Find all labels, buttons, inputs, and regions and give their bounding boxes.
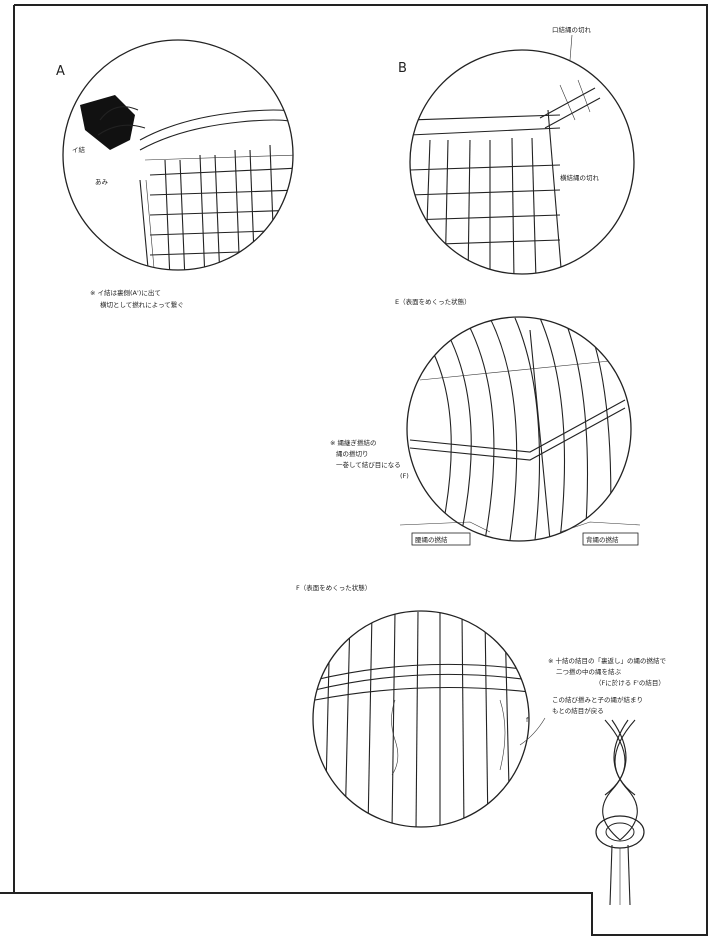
panel-e-note-4: (F) — [400, 472, 409, 480]
panel-f-note-5: もとの結目が戻る — [552, 706, 604, 715]
panel-a: A イ結 あみ ※ イ結は裏側(A')に出て 横切として撚れによって繋ぐ — [56, 40, 300, 309]
panel-e-note-3: 一巻して結び目になる — [336, 460, 401, 469]
knot-detail — [596, 720, 644, 905]
panel-f-note-2: 二つ撚の中の縄を結ぶ — [556, 667, 622, 676]
panel-b-callout-top: 口結縄の切れ — [552, 25, 592, 34]
panel-b-label: B — [398, 61, 407, 76]
panel-a-side-label-1: イ結 — [72, 145, 86, 154]
panel-b-callout-mid: 横結縄の切れ — [560, 173, 600, 182]
panel-a-circle — [63, 40, 293, 270]
panel-f-note-1: ※ 十結の結目の「裏返し」の縄の撚結で — [548, 656, 667, 665]
panel-a-label: A — [56, 64, 65, 79]
panel-f-note-3: （Fに於ける F'の結目） — [595, 678, 665, 687]
panel-b-callout-line — [570, 35, 572, 60]
panel-e-bottom-right: 背縄の撚結 — [586, 535, 619, 544]
panel-e-circle — [407, 317, 631, 541]
panel-e-caption: E（表面をめくった状態） — [395, 297, 471, 306]
panel-e: E（表面をめくった状態） ※ 縄継ぎ撚結の 縄の撚切り 一巻して結び目になる (… — [330, 297, 640, 545]
panel-b-circle — [410, 50, 634, 274]
panel-f-caption: F（表面をめくった状態） — [296, 583, 371, 592]
panel-e-note-2: 縄の撚切り — [336, 449, 369, 458]
panel-f-note-4: この結び撚みと子の縄が結まり — [552, 695, 643, 704]
panel-f: F（表面をめくった状態） f ※ 十結の結目の「裏返し」の縄の撚結で 二つ撚の中… — [296, 583, 667, 830]
panel-a-note-2: 横切として撚れによって繋ぐ — [100, 300, 184, 309]
panel-e-bottom-left: 腰縄の撚結 — [415, 535, 448, 544]
panel-e-note-1: ※ 縄継ぎ撚結の — [330, 438, 377, 447]
panel-a-note-1: ※ イ結は裏側(A')に出て — [90, 288, 161, 297]
panel-a-side-label-2: あみ — [95, 178, 109, 186]
panel-b: B 口結縄の切れ 横結縄の切れ — [398, 25, 634, 280]
